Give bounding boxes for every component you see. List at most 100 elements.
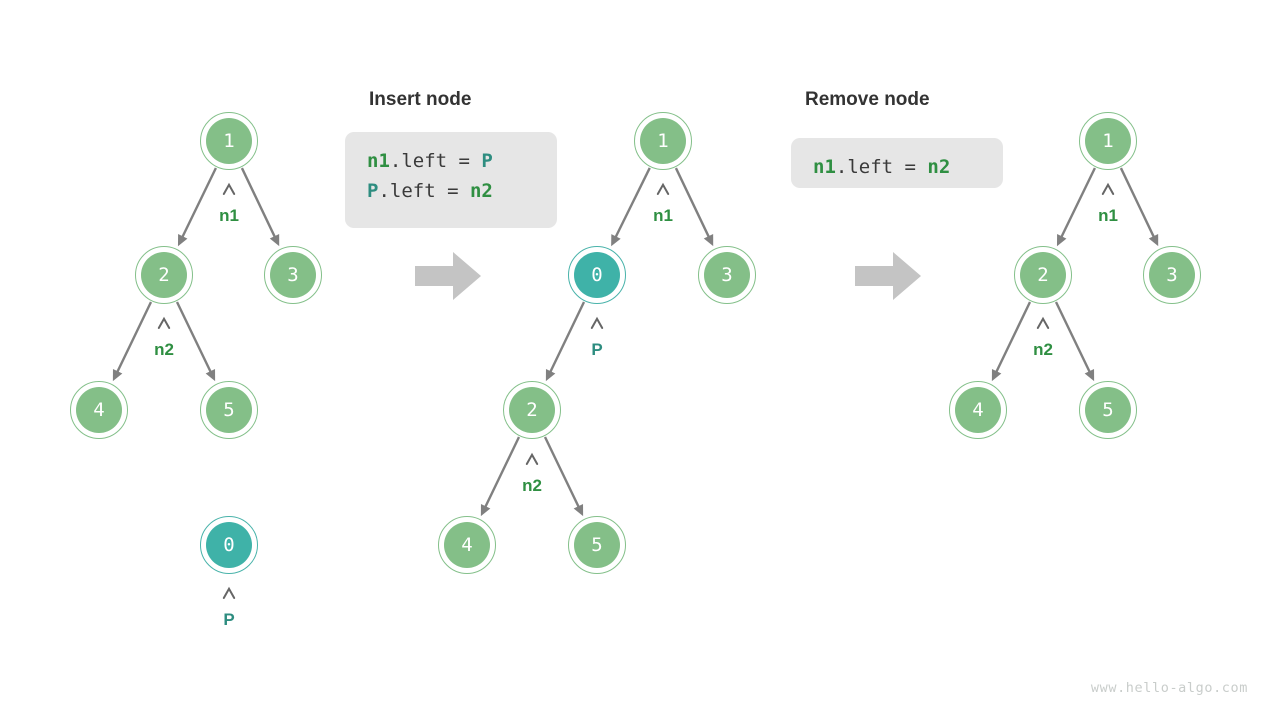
tree-node-1[interactable]: 1 — [1079, 112, 1137, 170]
tree-edge — [175, 301, 216, 382]
tree-node-value: 5 — [223, 398, 235, 421]
tree-edge — [112, 301, 153, 382]
tree-node-disc: 1 — [640, 118, 686, 164]
pointer-caret-icon — [656, 182, 670, 195]
tree-node-4[interactable]: 4 — [70, 381, 128, 439]
tree-edge — [674, 167, 714, 247]
code-line: n1.left = P — [367, 146, 535, 176]
panel-title-remove: Remove node — [805, 89, 930, 110]
tree-node-disc: 2 — [509, 387, 555, 433]
tree-node-4[interactable]: 4 — [438, 516, 496, 574]
tree-node-disc: 4 — [444, 522, 490, 568]
tree-node-value: 0 — [223, 533, 235, 556]
tree-node-value: 1 — [1102, 129, 1114, 152]
pointer-caret-icon — [1101, 182, 1115, 195]
tree-node-5[interactable]: 5 — [568, 516, 626, 574]
tree-node-value: 2 — [1037, 263, 1049, 286]
code-token: .left = — [835, 156, 928, 178]
tree-node-5[interactable]: 5 — [1079, 381, 1137, 439]
tree-node-disc: 0 — [206, 522, 252, 568]
tree-edge — [543, 436, 584, 517]
tree-node-value: 3 — [287, 263, 299, 286]
tree-node-disc: 5 — [1085, 387, 1131, 433]
code-token: P — [481, 150, 493, 172]
pointer-caret-icon — [590, 316, 604, 329]
tree-node-1[interactable]: 1 — [634, 112, 692, 170]
tree-edge — [545, 301, 586, 382]
pointer-caret-icon — [525, 452, 539, 465]
tree-node-disc: 1 — [206, 118, 252, 164]
pointer-caret-icon — [157, 316, 171, 329]
step-arrow-1 — [415, 252, 481, 300]
pointer-label-p: P — [223, 610, 235, 629]
tree-edge — [177, 167, 217, 247]
tree-node-2[interactable]: 2 — [503, 381, 561, 439]
tree-node-disc: 2 — [141, 252, 187, 298]
code-token: P — [367, 180, 379, 202]
tree-node-value: 5 — [1102, 398, 1114, 421]
tree-node-value: 5 — [591, 533, 603, 556]
pointer-caret-icon — [222, 182, 236, 195]
tree-edge — [991, 301, 1032, 382]
tree-node-value: 4 — [93, 398, 105, 421]
code-token: n2 — [927, 156, 951, 178]
tree-node-2[interactable]: 2 — [135, 246, 193, 304]
code-line: n1.left = n2 — [813, 152, 981, 182]
tree-node-disc: 5 — [574, 522, 620, 568]
pointer-label-n2: n2 — [154, 340, 174, 359]
tree-edge — [1056, 167, 1096, 247]
tree-node-3[interactable]: 3 — [1143, 246, 1201, 304]
tree-node-0[interactable]: 0 — [200, 516, 258, 574]
watermark: www.hello-algo.com — [1090, 680, 1248, 696]
code-token: n1 — [813, 156, 836, 178]
tree-node-1[interactable]: 1 — [200, 112, 258, 170]
tree-node-value: 3 — [1166, 263, 1178, 286]
tree-node-value: 4 — [972, 398, 984, 421]
tree-node-5[interactable]: 5 — [200, 381, 258, 439]
tree-edge — [1054, 301, 1095, 382]
tree-node-disc: 3 — [270, 252, 316, 298]
pointer-label-n1: n1 — [1098, 206, 1118, 225]
tree-node-value: 2 — [526, 398, 538, 421]
code-box-remove: n1.left = n2 — [791, 138, 1003, 188]
code-token: n1 — [367, 150, 390, 172]
pointer-caret-icon — [222, 586, 236, 599]
pointer-caret-icon — [1036, 316, 1050, 329]
code-line: P.left = n2 — [367, 176, 535, 206]
tree-node-disc: 0 — [574, 252, 620, 298]
tree-edge — [1119, 167, 1159, 247]
pointer-label-n2: n2 — [1033, 340, 1053, 359]
tree-node-disc: 3 — [1149, 252, 1195, 298]
step-arrow-2 — [855, 252, 921, 300]
tree-node-0[interactable]: 0 — [568, 246, 626, 304]
tree-node-3[interactable]: 3 — [698, 246, 756, 304]
tree-node-value: 1 — [657, 129, 669, 152]
pointer-label-p: P — [591, 340, 603, 359]
pointer-label-n2: n2 — [522, 476, 542, 495]
tree-node-value: 1 — [223, 129, 235, 152]
code-token: .left = — [378, 180, 470, 202]
tree-node-disc: 4 — [955, 387, 1001, 433]
tree-node-3[interactable]: 3 — [264, 246, 322, 304]
tree-edge — [240, 167, 280, 247]
code-token: .left = — [389, 150, 482, 172]
pointer-label-n1: n1 — [219, 206, 239, 225]
tree-node-value: 4 — [461, 533, 473, 556]
tree-node-value: 3 — [721, 263, 733, 286]
tree-node-disc: 5 — [206, 387, 252, 433]
tree-edge — [480, 436, 521, 517]
tree-node-2[interactable]: 2 — [1014, 246, 1072, 304]
tree-node-value: 2 — [158, 263, 170, 286]
tree-node-value: 0 — [591, 263, 603, 286]
tree-node-disc: 2 — [1020, 252, 1066, 298]
tree-node-disc: 1 — [1085, 118, 1131, 164]
tree-edge — [611, 167, 651, 247]
tree-node-4[interactable]: 4 — [949, 381, 1007, 439]
pointer-label-n1: n1 — [653, 206, 673, 225]
panel-title-insert: Insert node — [369, 89, 472, 110]
code-token: n2 — [469, 180, 493, 202]
tree-node-disc: 3 — [704, 252, 750, 298]
